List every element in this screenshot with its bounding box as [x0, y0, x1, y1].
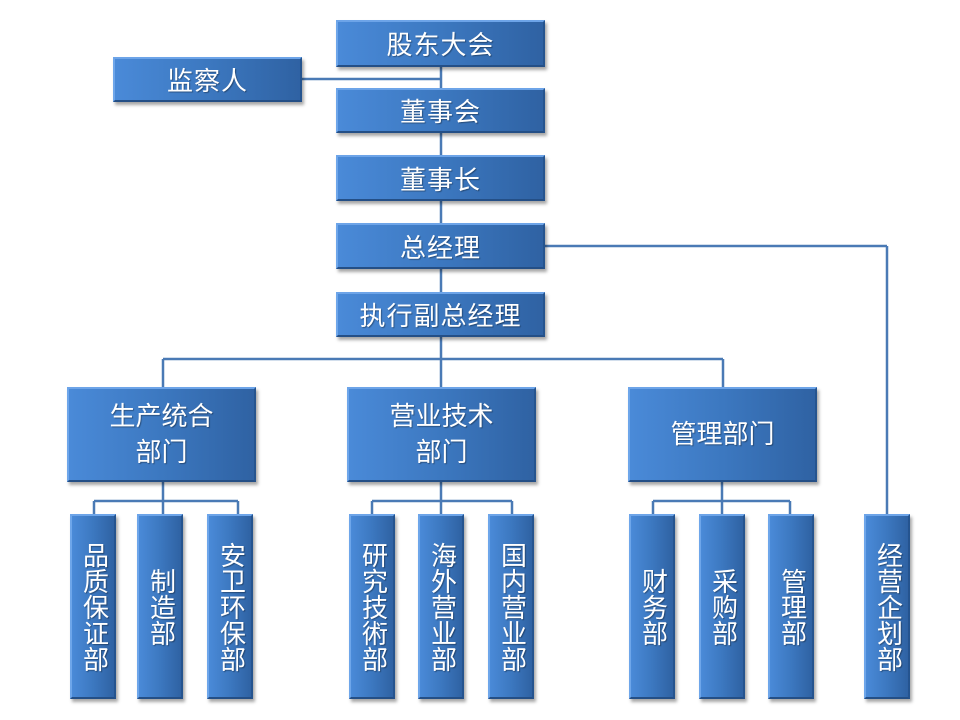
node-label: 财务部	[637, 567, 668, 646]
node-label-line-1: 生产统合	[109, 401, 214, 432]
node-division-management[interactable]: 管理部门	[628, 387, 817, 482]
node-label: 海外营业部	[426, 541, 457, 672]
node-division-sales-tech[interactable]: 营业技术 部门	[347, 387, 536, 482]
node-dept-finance[interactable]: 财务部	[629, 514, 675, 699]
node-label-line-1: 营业技术	[389, 401, 494, 432]
node-division-production[interactable]: 生产统合 部门	[67, 387, 256, 482]
node-dept-research-tech[interactable]: 研究技術部	[349, 514, 395, 699]
node-board-of-directors[interactable]: 董事会	[336, 88, 545, 133]
node-label: 国内营业部	[496, 541, 527, 672]
node-general-manager[interactable]: 总经理	[336, 223, 545, 269]
node-label: 安卫环保部	[215, 541, 246, 672]
node-label: 品质保证部	[78, 541, 109, 672]
node-label: 执行副总经理	[359, 302, 522, 332]
node-label: 经营企划部	[872, 541, 903, 672]
node-shareholders-meeting[interactable]: 股东大会	[336, 20, 545, 67]
node-label: 制造部	[145, 567, 176, 646]
node-supervisor[interactable]: 监察人	[113, 57, 302, 102]
node-label: 研究技術部	[357, 541, 388, 672]
node-label: 采购部	[707, 567, 738, 646]
node-label: 股东大会	[386, 31, 495, 61]
node-label: 董事长	[399, 165, 481, 196]
node-dept-business-planning[interactable]: 经营企划部	[864, 514, 910, 699]
node-executive-vp[interactable]: 执行副总经理	[336, 292, 545, 337]
node-label: 管理部	[776, 567, 807, 646]
node-label: 董事会	[399, 98, 481, 128]
node-label-line-1: 管理部门	[670, 419, 775, 450]
node-dept-domestic-sales[interactable]: 国内营业部	[488, 514, 534, 699]
node-dept-purchasing[interactable]: 采购部	[699, 514, 745, 699]
node-dept-quality-assurance[interactable]: 品质保证部	[70, 514, 116, 699]
node-dept-administration[interactable]: 管理部	[768, 514, 814, 699]
node-label-line-2: 部门	[415, 437, 468, 468]
node-label-line-2: 部门	[135, 437, 188, 468]
node-chairman[interactable]: 董事长	[336, 155, 545, 201]
node-dept-overseas-sales[interactable]: 海外营业部	[418, 514, 464, 699]
node-dept-safety-environment[interactable]: 安卫环保部	[207, 514, 253, 699]
node-dept-manufacturing[interactable]: 制造部	[137, 514, 183, 699]
node-label: 总经理	[399, 233, 481, 264]
node-label: 监察人	[166, 67, 248, 97]
